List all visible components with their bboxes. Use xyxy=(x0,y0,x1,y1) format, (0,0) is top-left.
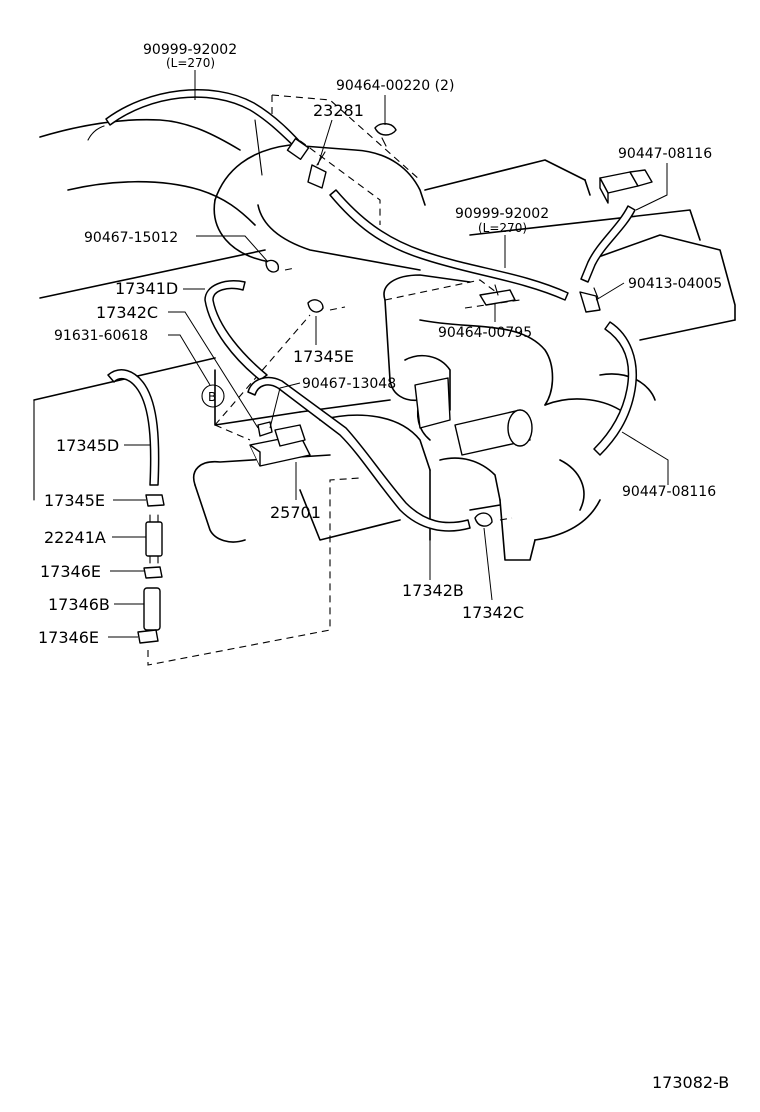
reference-marker-b-circle xyxy=(201,384,225,408)
label-17346E-a: 17346E xyxy=(40,562,101,581)
label-17345E-left: 17345E xyxy=(44,491,105,510)
fittings-and-components xyxy=(137,123,653,644)
label-17345E-mid: 17345E xyxy=(293,347,354,366)
clip-17346E-b xyxy=(137,629,159,644)
label-17342C-bottom: 17342C xyxy=(462,603,524,622)
label-90999-92002-mid: 90999-92002 xyxy=(455,206,549,222)
filter-22241A xyxy=(145,521,163,557)
label-17342C-left: 17342C xyxy=(96,303,158,322)
hose-90447-right xyxy=(593,321,637,456)
engine-outline xyxy=(33,118,736,561)
label-22241A: 22241A xyxy=(44,528,106,547)
hose-90999-mid xyxy=(329,189,569,301)
label-91631-60618: 91631-60618 xyxy=(54,328,148,344)
label-23281: 23281 xyxy=(313,101,364,120)
label-90464-00795: 90464-00795 xyxy=(438,325,532,341)
label-90447-08116-top: 90447-08116 xyxy=(618,146,712,162)
label-25701: 25701 xyxy=(270,503,321,522)
label-90999-92002-top-length: (L=270) xyxy=(166,56,215,70)
label-17342B: 17342B xyxy=(402,581,464,600)
part-labels: 90999-92002 (L=270) 90464-00220 (2) 2328… xyxy=(38,42,729,1092)
clip-17346E-a xyxy=(143,566,163,579)
hose-17341D xyxy=(204,280,268,381)
label-17346B: 17346B xyxy=(48,595,110,614)
label-17345D: 17345D xyxy=(56,436,119,455)
label-90413-04005: 90413-04005 xyxy=(628,276,722,292)
label-90467-13048: 90467-13048 xyxy=(302,376,396,392)
diagram-id: 173082-B xyxy=(652,1073,729,1092)
hose-17345D xyxy=(107,369,160,486)
leader-lines xyxy=(108,70,669,638)
hose-17346B xyxy=(143,587,161,631)
hose-90447-top xyxy=(580,205,636,283)
clip-17345E-left xyxy=(145,494,165,507)
label-90999-92002-mid-length: (L=270) xyxy=(478,221,527,235)
label-17346E-b: 17346E xyxy=(38,628,99,647)
label-90467-15012: 90467-15012 xyxy=(84,230,178,246)
label-90999-92002-top: 90999-92002 xyxy=(143,42,237,58)
vacuum-hoses xyxy=(87,89,637,532)
reference-marker-b: B xyxy=(208,390,216,404)
label-90447-08116-right: 90447-08116 xyxy=(622,484,716,500)
label-17341D: 17341D xyxy=(115,279,178,298)
label-90464-00220: 90464-00220 (2) xyxy=(336,78,454,94)
